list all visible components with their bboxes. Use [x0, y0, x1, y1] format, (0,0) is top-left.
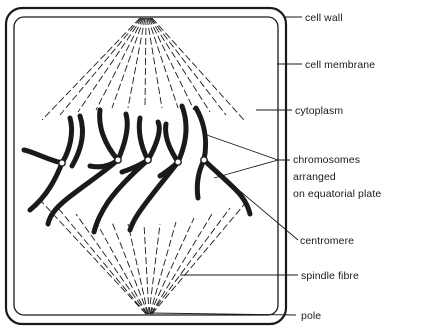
label-centromere: centromere — [300, 235, 354, 247]
leader-chromosomes — [204, 134, 290, 160]
label-cell-membrane: cell membrane — [305, 59, 375, 71]
label-cytoplasm: cytoplasm — [295, 105, 343, 117]
label-spindle-fibre: spindle fibre — [301, 270, 359, 282]
spindle-fibres-bottom — [40, 200, 248, 314]
label-cell-wall: cell wall — [305, 12, 343, 24]
centromeres — [59, 157, 207, 166]
label-chromosomes-line1: chromosomes — [293, 154, 360, 166]
chromosome — [30, 163, 62, 210]
centromere-dot — [145, 157, 151, 163]
label-pole: pole — [301, 310, 321, 322]
chromosome — [100, 110, 128, 160]
centromere-dot — [201, 157, 207, 163]
chromosome — [166, 106, 186, 162]
chromosome — [197, 160, 204, 198]
spindle-fibres-top — [42, 18, 244, 120]
centromere-dot — [59, 160, 65, 166]
centromere-dot — [175, 159, 181, 165]
chromosome — [139, 118, 159, 160]
label-chromosomes-line3: on equatorial plate — [293, 188, 381, 200]
cell-wall — [6, 8, 286, 324]
chromosome — [24, 118, 72, 163]
leader-centromere — [208, 164, 298, 240]
chromosomes — [24, 106, 250, 232]
centromere-dot — [115, 157, 121, 163]
label-chromosomes-line2: arranged — [293, 171, 336, 183]
leader-chromosomes — [214, 160, 278, 178]
cell-membrane — [14, 17, 278, 315]
labels: cell wall cell membrane cytoplasm chromo… — [293, 12, 381, 322]
